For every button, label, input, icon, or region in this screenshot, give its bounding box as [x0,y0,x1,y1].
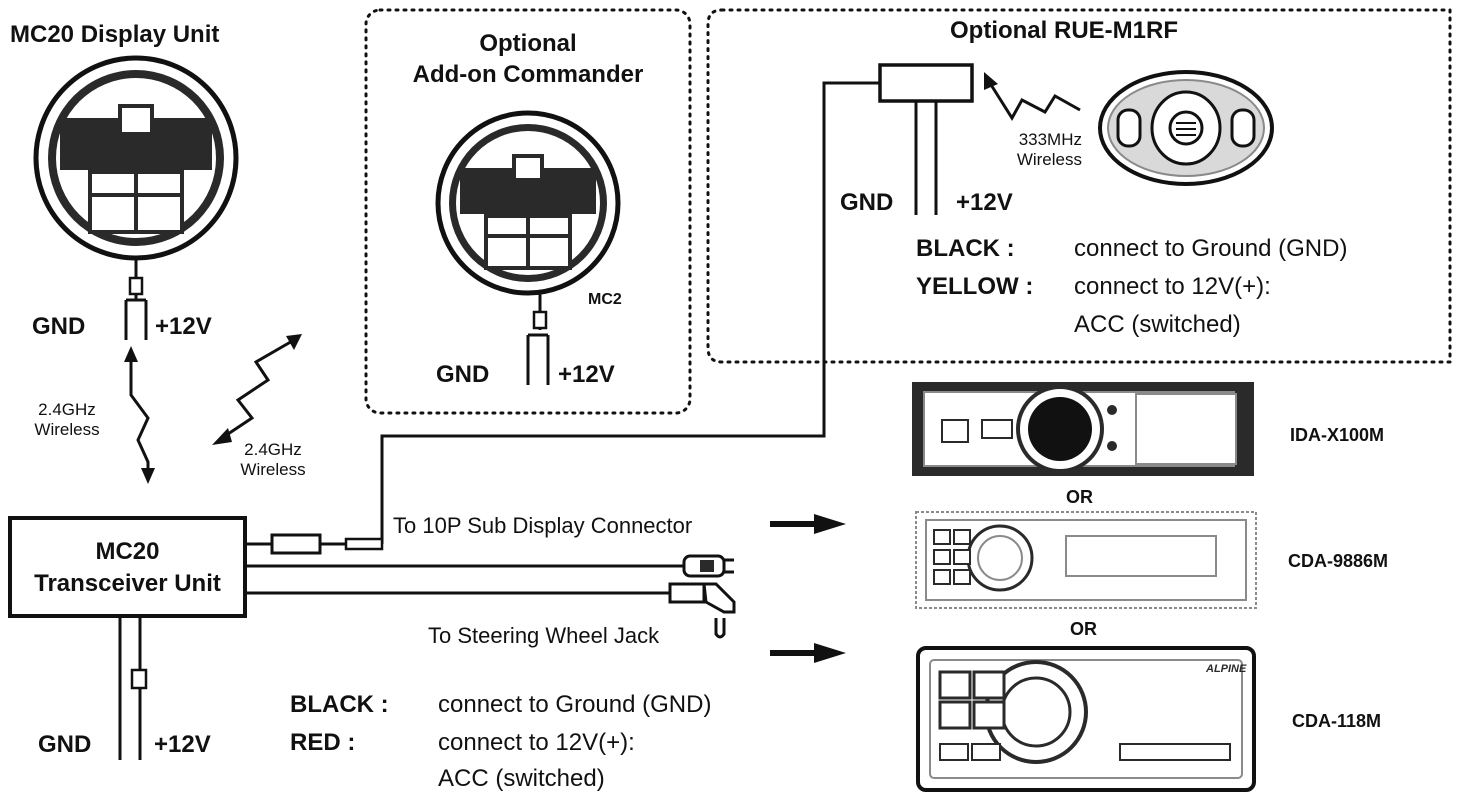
arrow-to-steering [770,643,846,663]
head-unit-ida-x100m [912,382,1254,476]
display-unit-12v: +12V [155,313,212,340]
rue-receiver-graphic [380,63,974,544]
commander-title: Optional Add-on Commander [368,28,688,90]
brand-logo: ALPINE [1205,663,1247,675]
transceiver-gnd: GND [38,731,92,758]
rue-black-text: connect to Ground (GND) [1074,235,1348,262]
rue-12v: +12V [956,189,1013,216]
wireless-2-line2: Wireless [240,459,306,479]
head-unit-cda-118m: ALPINE [916,646,1256,792]
wireless-1-line2: Wireless [34,419,100,439]
commander-gnd: GND [436,361,490,388]
rue-wireless-line2: Wireless [1016,149,1082,169]
rue-dotted-box [706,8,1452,364]
bottom-red-text2: ACC (switched) [438,765,605,792]
wireless-2-line1: 2.4GHz [244,440,302,459]
bottom-black-text: connect to Ground (GND) [438,691,712,718]
bottom-red-text: connect to 12V(+): [438,729,635,756]
transceiver-title: MC20 Transceiver Unit [10,536,245,601]
wireless-label-1: 2.4GHz Wireless [24,400,110,439]
rue-wireless-label: 333MHz Wireless [966,130,1082,169]
display-unit-title: MC20 Display Unit [10,21,220,48]
head-unit-model-1: IDA-X100M [1290,425,1385,445]
or-label-1: OR [1066,487,1093,507]
rue-yellow-text2: ACC (switched) [1074,311,1241,338]
rf-signal-arrow [984,72,1081,121]
rue-yellow-label: YELLOW : [916,273,1034,300]
head-unit-cda-9886m [915,511,1257,609]
commander-title-line1: Optional [479,30,577,57]
steering-wheel-jack-label: To Steering Wheel Jack [428,623,660,648]
commander-graphic [435,110,621,385]
arrow-to-sub-display [770,514,846,534]
rue-gnd: GND [840,189,894,216]
wireless-label-2: 2.4GHz Wireless [228,440,318,479]
head-unit-model-2: CDA-9886M [1288,551,1389,571]
rue-black-label: BLACK : [916,235,1015,262]
transceiver-graphic [8,516,736,760]
rue-wireless-line1: 333MHz [1018,130,1082,149]
rue-title: Optional RUE-M1RF [950,17,1178,44]
transceiver-line1: MC20 [95,538,160,565]
sub-display-connector-label: To 10P Sub Display Connector [393,513,693,538]
bottom-red-label: RED : [290,729,356,756]
transceiver-12v: +12V [154,731,211,758]
or-label-2: OR [1070,619,1097,639]
transceiver-line2: Transceiver Unit [34,570,221,598]
commander-title-line2: Add-on Commander [412,61,644,89]
wireless-1-line1: 2.4GHz [38,400,96,419]
commander-12v: +12V [558,361,615,388]
wireless-arrow-diagonal [212,334,302,445]
wireless-arrow-vertical [124,346,155,484]
commander-model: MC2 [588,291,622,308]
rue-remote-graphic [1098,70,1274,186]
mc20-display-unit-graphic [33,55,239,340]
commander-dotted-box [364,8,692,415]
rue-yellow-text: connect to 12V(+): [1074,273,1271,300]
head-unit-model-3: CDA-118M [1292,711,1382,731]
display-unit-gnd: GND [32,313,86,340]
bottom-black-label: BLACK : [290,691,389,718]
